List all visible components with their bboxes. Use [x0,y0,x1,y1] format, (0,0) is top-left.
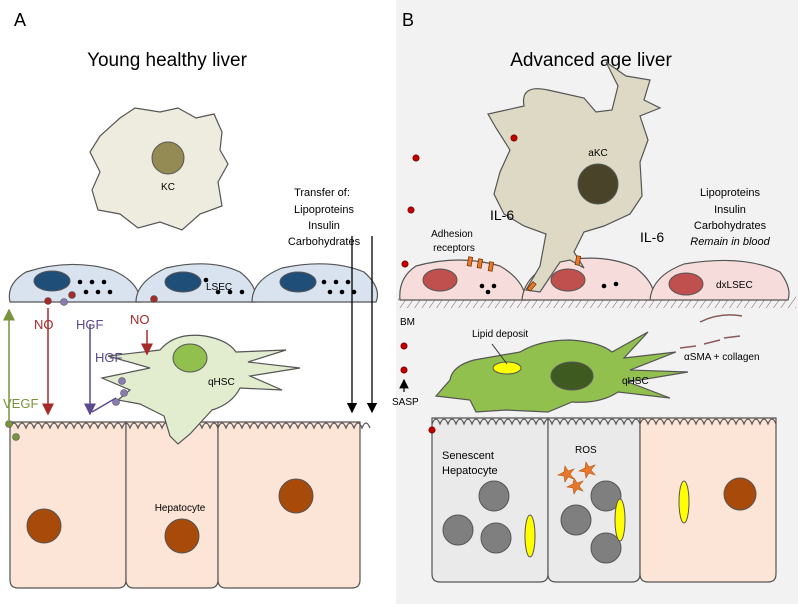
kc-label: KC [161,182,175,193]
senescent-nucleus [478,480,510,512]
hepatocyte-cell [639,417,777,583]
akc-nucleus [577,163,619,205]
lsec-label: LSEC [206,282,232,293]
asma-collagen-label: αSMA + collagen [684,352,760,363]
transfer-line-2: Lipoproteins [294,204,354,216]
dxlsec-nucleus [668,272,704,296]
hepatocyte-nucleus [723,477,757,511]
dxlsec-nucleus [550,268,586,292]
remain-line-3: Carbohydrates [694,220,767,232]
hepatocyte-nucleus [278,478,314,514]
hepatocyte-nucleus [26,508,62,544]
qhsc-a-label: qHSC [208,377,235,388]
senescent-nucleus [590,532,622,564]
lipid-deposit-pointer [491,343,508,365]
no-label-left: NO [34,317,54,332]
panel-a-title: Young healthy liver [87,50,248,71]
hepatocyte-row-a [9,421,371,589]
il6-label-left: IL-6 [490,207,514,223]
panel-b-title: Advanced age liver [510,50,672,71]
ros-stars [557,461,596,495]
kc-nucleus [151,141,185,175]
senescent-label-1: Senescent [442,450,494,462]
lsec-nucleus [164,271,202,293]
vegf-granule [12,433,20,441]
hgf-arrow-mid [91,397,117,413]
transfer-line-1: Transfer of: [294,187,350,199]
hepatocyte-label: Hepatocyte [155,503,206,514]
ros-label: ROS [575,445,597,456]
hgf-granule [120,389,128,397]
qhsc-b-nucleus [550,361,594,391]
hgf-granule [118,377,126,385]
collagen-fibers [679,314,743,349]
transfer-line-4: Carbohydrates [288,236,361,248]
remain-line-1: Lipoproteins [700,187,760,199]
bm-label: BM [400,317,415,328]
qhsc-a-cell [100,334,301,445]
lsec-nucleus [279,271,317,293]
qhsc-a-nucleus [172,343,208,373]
no-granule [150,295,158,303]
transfer-line-3: Insulin [308,220,340,232]
hepatocyte-cell [9,421,127,589]
dxlsec-label: dxLSEC [716,280,753,291]
hgf-granule [60,298,68,306]
sasp-label: SASP [392,397,419,408]
lipid-droplet [614,498,626,542]
dxlsec-nucleus [422,268,458,292]
senescent-nucleus [480,522,512,554]
lipid-droplet [524,514,536,558]
no-granule [68,291,76,299]
hepatocyte-nucleus [164,518,200,554]
adhesion-receptors [466,255,582,292]
akc-label: aKC [588,148,607,159]
lsec-layer-a [8,263,379,303]
il6-label-right: IL-6 [640,229,664,245]
panel-a-letter: A [14,10,26,30]
vegf-label: VEGF [3,396,38,411]
lipid-deposit [492,361,522,375]
sasp-factors [400,134,518,434]
adhesion-label-2: receptors [433,243,475,254]
fenestrae-reduced [479,281,619,295]
senescent-nucleus [560,504,592,536]
hepatocyte-row-b [431,417,777,583]
microvilli-b [431,418,777,426]
qhsc-b-label: qHSC [622,376,649,387]
hgf-label-top: HGF [76,317,104,332]
senescent-nucleus [442,514,474,546]
lsec-nucleus [33,270,71,292]
vegf-granule [5,420,13,428]
hgf-label-mid: HGF [95,350,123,365]
no-label-right: NO [130,312,150,327]
lipid-deposit-label: Lipid deposit [472,329,528,340]
panel-b-letter: B [402,10,414,30]
fenestrae [77,277,357,295]
akc-cell [487,61,662,293]
remain-line-4: Remain in blood [690,236,770,248]
remain-line-2: Insulin [714,204,746,216]
senescent-nucleus [590,480,622,512]
adhesion-label-1: Adhesion [431,229,473,240]
no-granule [44,297,52,305]
senescent-label-2: Hepatocyte [442,465,498,477]
lipid-droplet [678,480,690,524]
